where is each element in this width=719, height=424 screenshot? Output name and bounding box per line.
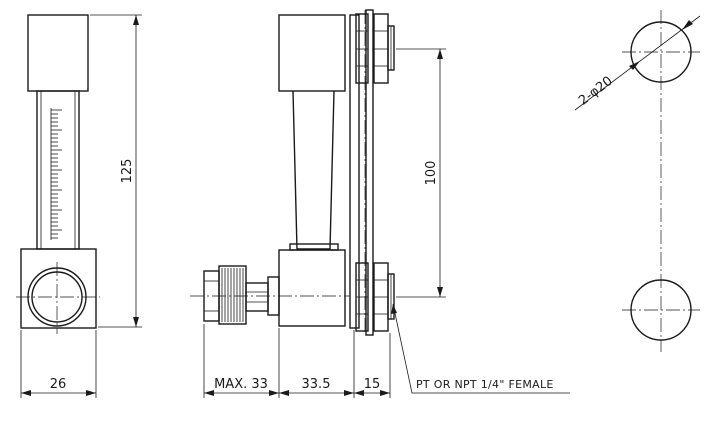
adjust-knob bbox=[203, 265, 280, 325]
base-block bbox=[20, 248, 97, 329]
dim-15: 15 bbox=[364, 377, 381, 392]
panel-plate bbox=[349, 14, 360, 329]
side-top-cap bbox=[278, 14, 346, 92]
side-tube bbox=[292, 90, 335, 250]
bottom-fitting bbox=[355, 262, 395, 332]
dim-26: 26 bbox=[50, 377, 67, 392]
side-base-block bbox=[278, 249, 346, 327]
dim-125: 125 bbox=[120, 159, 135, 184]
dim-max-33: MAX. 33 bbox=[214, 377, 268, 392]
callout-connection: PT OR NPT 1/4" FEMALE bbox=[416, 378, 554, 391]
dim-33-5: 33.5 bbox=[302, 377, 331, 392]
dim-100: 100 bbox=[424, 161, 439, 186]
top-cap bbox=[27, 14, 89, 92]
top-fitting bbox=[355, 13, 395, 84]
front-view: 125 26 bbox=[16, 14, 142, 398]
side-view: 100 MAX. 33 33.5 15 PT OR NPT 1/4" FEMAL… bbox=[190, 9, 570, 398]
scale bbox=[50, 108, 62, 240]
panel-cutout-view: 2-φ20 bbox=[574, 10, 701, 352]
dim-2-phi20: 2-φ20 bbox=[576, 74, 615, 109]
